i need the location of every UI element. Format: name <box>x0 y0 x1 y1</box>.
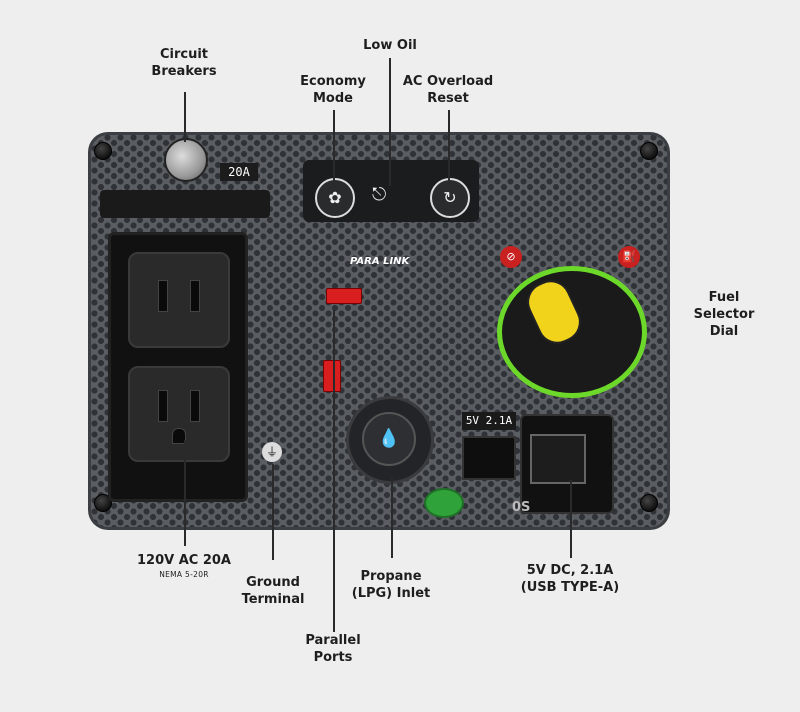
label-propane-inlet: Propane (LPG) Inlet <box>346 568 436 602</box>
reset-icon[interactable]: ↻ <box>430 178 470 218</box>
label-line: Parallel <box>305 633 361 648</box>
label-ground-terminal: Ground Terminal <box>234 574 312 608</box>
label-usb-5v: 5V DC, 2.1A (USB TYPE-A) <box>516 562 624 596</box>
leaf-icon[interactable]: ✿ <box>315 178 355 218</box>
parallel-port-top[interactable] <box>326 288 362 304</box>
callout-line <box>333 110 335 188</box>
ground-icon: ⏚ <box>262 442 282 462</box>
label-line: Mode <box>313 91 353 106</box>
parallel-port-bottom[interactable] <box>323 360 341 392</box>
bottom-mark: 0S <box>512 500 531 515</box>
label-line: NEMA 5-20R <box>159 570 209 579</box>
label-line: Low Oil <box>363 38 417 53</box>
callout-line <box>391 478 393 558</box>
label-line: 5V DC, 2.1A <box>526 563 614 578</box>
callout-line <box>333 310 335 632</box>
label-fuel-selector-dial: Fuel Selector Dial <box>684 289 764 340</box>
callout-line <box>570 480 572 558</box>
panel-screw <box>640 142 658 160</box>
label-120v-ac-20a: 120V AC 20A <box>130 552 238 569</box>
fuel-pump-icon: ⛽ <box>618 246 640 268</box>
label-ac-overload-reset: AC Overload Reset <box>398 73 498 107</box>
outlet-cover-frame <box>100 190 270 218</box>
callout-line <box>184 92 186 142</box>
usb-port[interactable] <box>530 434 586 484</box>
label-line: Circuit <box>159 47 209 62</box>
label-line: Terminal <box>241 592 305 607</box>
circuit-breaker-button[interactable] <box>164 138 208 182</box>
label-parallel-ports: Parallel Ports <box>294 632 372 666</box>
oil-can-icon: ⎋ <box>372 184 387 205</box>
label-line: AC Overload <box>402 74 494 89</box>
label-nema: NEMA 5-20R <box>130 570 238 580</box>
label-line: Ports <box>313 650 353 665</box>
label-line: Dial <box>709 324 739 339</box>
start-button[interactable] <box>424 488 464 518</box>
usb-cover <box>462 436 516 480</box>
label-line: (USB TYPE-A) <box>520 580 620 595</box>
label-low-oil: Low Oil <box>352 37 428 54</box>
breaker-rating-label: 20A <box>220 163 258 181</box>
label-line: Ground <box>246 575 300 590</box>
outlet-ground-hole <box>172 428 186 444</box>
panel-screw <box>94 494 112 512</box>
para-link-logo: PARA LINK <box>350 256 410 267</box>
label-line: Propane <box>360 569 422 584</box>
label-circuit-breakers: Circuit Breakers <box>146 46 222 80</box>
usb-rating-label: 5V 2.1A <box>462 412 516 430</box>
panel-screw <box>94 142 112 160</box>
no-fuel-icon: ⊘ <box>500 246 522 268</box>
callout-line <box>184 440 186 546</box>
label-line: Fuel <box>708 290 740 305</box>
label-line: Selector <box>693 307 755 322</box>
label-line: Breakers <box>151 64 217 79</box>
label-line: Reset <box>427 91 469 106</box>
ac-outlet-top[interactable] <box>128 252 230 348</box>
panel-screw <box>640 494 658 512</box>
label-line: (LPG) Inlet <box>351 586 431 601</box>
label-line: 120V AC 20A <box>136 553 231 568</box>
flame-icon: 💧 <box>362 412 416 466</box>
label-line: Economy <box>300 74 366 89</box>
ac-outlet-bottom[interactable] <box>128 366 230 462</box>
outlet-slot <box>190 280 200 312</box>
callout-line <box>389 58 391 186</box>
callout-line <box>448 110 450 190</box>
outlet-slot <box>190 390 200 422</box>
callout-line <box>272 464 274 560</box>
outlet-slot <box>158 390 168 422</box>
label-economy-mode: Economy Mode <box>294 73 372 107</box>
outlet-slot <box>158 280 168 312</box>
